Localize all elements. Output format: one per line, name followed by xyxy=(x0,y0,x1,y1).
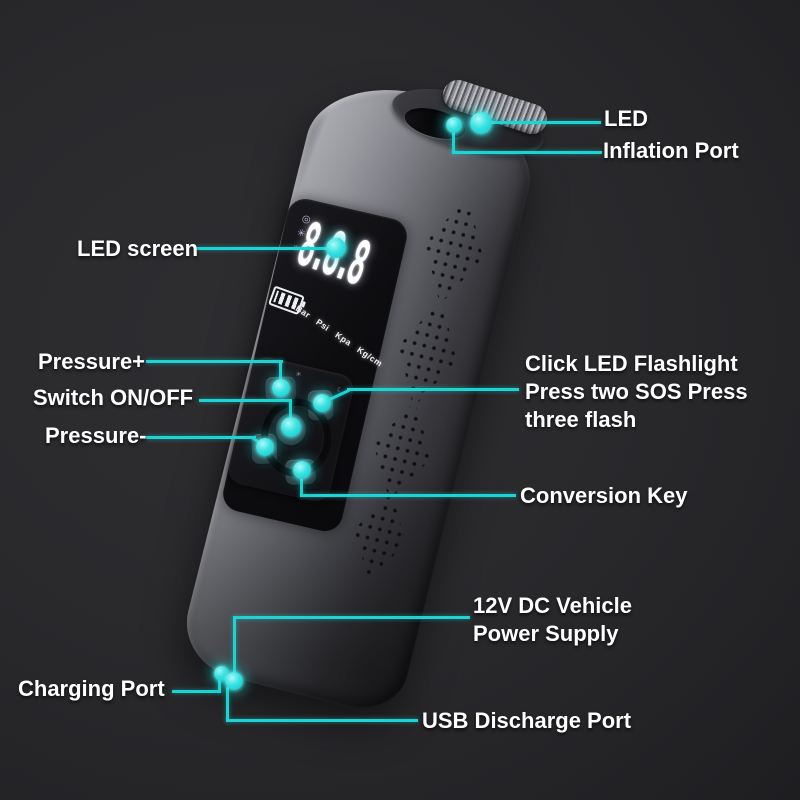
leader-line-charging xyxy=(172,690,221,693)
leader-line-pressure-plus-v xyxy=(279,360,282,384)
leader-line-led-screen xyxy=(196,247,332,250)
leader-line-flashlight xyxy=(347,388,519,391)
callout-dot-flashlight xyxy=(313,394,331,412)
label-pressure-plus: Pressure+ xyxy=(38,349,146,374)
label-flashlight-line1: Click LED Flashlight xyxy=(525,351,738,376)
label-dc-supply-line2: Power Supply xyxy=(473,621,619,646)
callout-dot-led-screen xyxy=(326,238,346,258)
callout-dot-pressure-plus xyxy=(272,379,290,397)
callout-dot-inflation-port xyxy=(446,117,462,133)
callout-dot-usb-port xyxy=(225,672,243,690)
label-switch-on-off: Switch ON/OFF xyxy=(33,385,194,410)
label-usb-discharge: USB Discharge Port xyxy=(422,708,632,733)
leader-line-switch xyxy=(199,399,292,402)
callout-dot-switch xyxy=(281,417,301,437)
leader-line-conversion-v xyxy=(300,472,303,496)
label-flashlight-line3: three flash xyxy=(525,407,637,432)
leader-line-charging-v xyxy=(218,674,221,692)
label-led: LED xyxy=(604,106,648,131)
callout-dot-pressure-minus xyxy=(256,438,274,456)
leader-line-usb xyxy=(226,719,418,722)
label-flashlight: Click LED Flashlight Press two SOS Press… xyxy=(525,350,748,434)
leader-line-pressure-minus xyxy=(146,436,256,439)
leader-line-dc-v xyxy=(233,616,236,680)
label-dc-supply: 12V DC Vehicle Power Supply xyxy=(473,592,632,648)
label-inflation-port: Inflation Port xyxy=(603,138,739,163)
callout-dot-led xyxy=(470,112,492,134)
label-flashlight-line2: Press two SOS Press xyxy=(525,379,748,404)
label-charging-port: Charging Port xyxy=(18,676,165,701)
leader-line-inflation-v xyxy=(452,126,455,154)
leader-line-inflation xyxy=(452,151,602,154)
label-dc-supply-line1: 12V DC Vehicle xyxy=(473,593,632,618)
leader-line-led xyxy=(487,121,601,124)
callout-dot-conversion xyxy=(293,461,311,479)
leader-line-dc xyxy=(235,616,470,619)
label-pressure-minus: Pressure- xyxy=(45,423,147,448)
leader-line-conversion xyxy=(300,494,516,497)
label-led-screen: LED screen xyxy=(77,236,199,261)
label-conversion-key: Conversion Key xyxy=(520,483,688,508)
leader-line-usb-v xyxy=(226,687,229,722)
leader-line-switch-v xyxy=(289,399,292,423)
leader-line-pressure-plus xyxy=(146,360,283,363)
